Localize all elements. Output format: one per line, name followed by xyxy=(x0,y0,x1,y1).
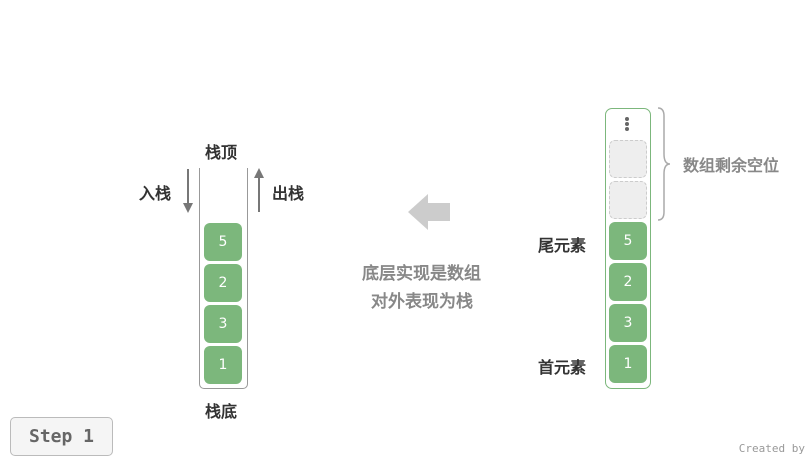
array-cell: 3 xyxy=(609,304,647,342)
push-arrow-icon xyxy=(183,169,193,213)
pop-arrow-icon xyxy=(254,168,264,212)
head-element-label: 首元素 xyxy=(538,358,587,377)
remaining-slots-label: 数组剩余空位 xyxy=(683,156,780,175)
left-arrow-icon xyxy=(408,194,450,230)
tail-element-label: 尾元素 xyxy=(538,236,587,255)
array-cell: 5 xyxy=(609,222,647,260)
brace-icon xyxy=(657,107,671,221)
description-line-1: 底层实现是数组 xyxy=(362,264,481,284)
stack-container xyxy=(199,168,248,389)
pop-label: 出栈 xyxy=(272,184,305,203)
empty-slot xyxy=(609,181,647,219)
step-button[interactable]: Step 1 xyxy=(10,417,113,456)
stack-cell: 1 xyxy=(204,346,242,384)
empty-slot xyxy=(609,140,647,178)
stack-cell: 5 xyxy=(204,223,242,261)
array-cell: 2 xyxy=(609,263,647,301)
array-container xyxy=(605,108,651,389)
description-line-2: 对外表现为栈 xyxy=(371,292,473,312)
array-cell: 1 xyxy=(609,345,647,383)
stack-cell: 3 xyxy=(204,305,242,343)
push-label: 入栈 xyxy=(139,184,172,203)
stack-bottom-label: 栈底 xyxy=(205,402,238,421)
stack-cell: 2 xyxy=(204,264,242,302)
created-by-text: Created by xyxy=(738,442,805,455)
stack-top-label: 栈顶 xyxy=(205,143,238,162)
